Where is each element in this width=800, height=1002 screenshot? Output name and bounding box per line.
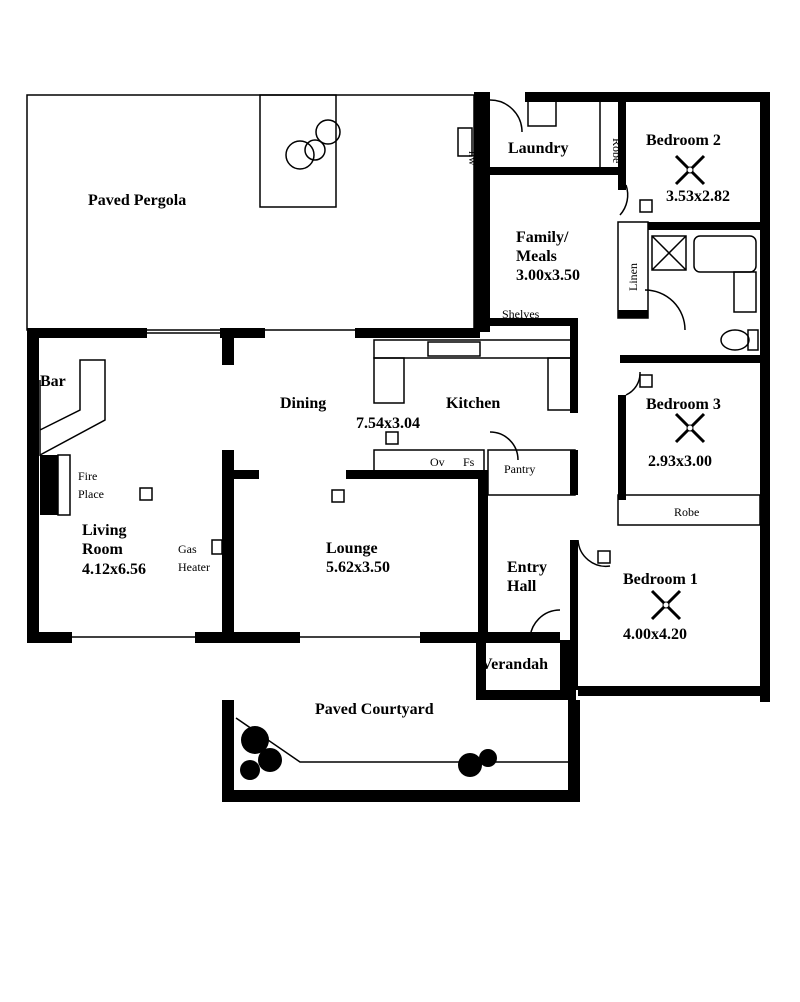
label-kitchen-dining-size: 7.54x3.04 [356, 415, 420, 432]
label-pantry: Pantry [504, 462, 535, 476]
plant-icon [240, 119, 497, 780]
pergola-outline [26, 94, 475, 331]
kitchen-bench [373, 339, 575, 359]
label-kitchen: Kitchen [446, 395, 500, 412]
label-bedroom1-size: 4.00x4.20 [623, 626, 687, 643]
bathtub-icon [693, 235, 757, 273]
label-family-size: 3.00x3.50 [516, 267, 580, 284]
room-labels: Paved Pergola Laundry Robe Bedroom 2 3.5… [40, 132, 730, 718]
label-ov: Ov [430, 455, 445, 469]
pergola-planter [259, 94, 337, 208]
label-living-size: 4.12x6.56 [82, 561, 146, 578]
label-hall: Hall [507, 578, 537, 595]
label-bedroom3-size: 2.93x3.00 [648, 453, 712, 470]
label-laundry: Laundry [508, 140, 568, 157]
label-bar: Bar [40, 373, 66, 390]
hot-water-unit [457, 127, 473, 157]
label-gas: Gas [178, 542, 197, 556]
toilet-icon [720, 329, 750, 351]
ceiling-fan-icon [650, 154, 706, 621]
label-robe-bed2: Robe [610, 138, 624, 163]
label-paved-courtyard: Paved Courtyard [315, 701, 434, 718]
label-bedroom3: Bedroom 3 [646, 396, 721, 413]
label-meals: Meals [516, 248, 557, 265]
label-family: Family/ [516, 229, 569, 246]
label-place: Place [78, 487, 104, 501]
label-robe-bed1: Robe [674, 505, 699, 519]
label-lounge-size: 5.62x3.50 [326, 559, 390, 576]
label-shelves: Shelves [502, 307, 540, 321]
label-lounge: Lounge [326, 540, 378, 557]
vanity-icon [733, 271, 757, 313]
walls [26, 92, 770, 802]
label-dining: Dining [280, 395, 326, 412]
label-bedroom2: Bedroom 2 [646, 132, 721, 149]
label-verandah: Verandah [481, 656, 548, 673]
label-living: Living [82, 522, 126, 539]
label-linen: Linen [626, 263, 640, 291]
label-bedroom1: Bedroom 1 [623, 571, 698, 588]
label-heater: Heater [178, 560, 210, 574]
cooktop [547, 357, 575, 411]
fireplace [40, 455, 58, 515]
sink-icon [427, 341, 481, 357]
label-entry: Entry [507, 559, 547, 576]
shower-icon [651, 235, 687, 271]
label-fs: Fs [463, 455, 475, 469]
fixtures [39, 99, 759, 555]
label-fire: Fire [78, 469, 97, 483]
label-paved-pergola: Paved Pergola [88, 192, 186, 209]
label-hw: hw [466, 151, 480, 166]
courtyard-garden-bed [235, 717, 568, 763]
vent-icon [139, 199, 653, 564]
laundry-tub-icon [527, 99, 557, 127]
label-room: Room [82, 541, 124, 558]
gas-heater [211, 539, 223, 555]
label-bedroom2-size: 3.53x2.82 [666, 188, 730, 205]
